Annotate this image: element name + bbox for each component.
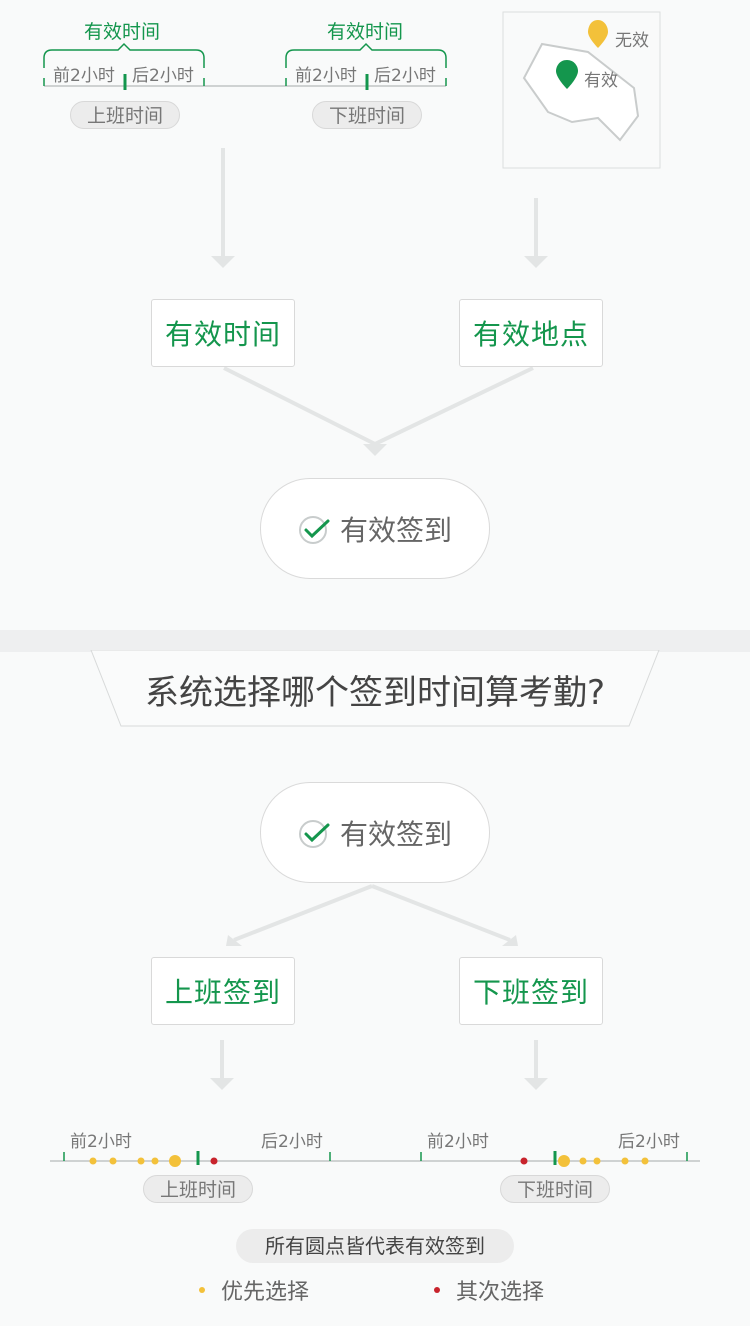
arrow-down-right [524,198,548,268]
arrow-down-left [211,148,235,268]
valid-time-box: 有效时间 [151,299,295,367]
top-left-after-label: 后2小时 [132,66,194,86]
top-right-valid-time-label: 有效时间 [327,21,404,43]
checkin-dot-preferred [137,1157,145,1165]
map-region-outline [522,42,640,142]
map-invalid-label: 无效 [615,31,649,51]
check-circle-icon [298,515,330,544]
bottom-right-after-label: 后2小时 [618,1132,680,1152]
right-valid-time-brace [285,42,447,68]
legend-preferred: 优先选择 [199,1274,309,1306]
bottom-diagram-lines [50,884,700,1167]
checkin-dot-preferred [89,1157,97,1165]
arrow-down-right [524,1040,548,1090]
secondary-dot-icon [434,1287,440,1293]
bottom-right-before-label: 前2小时 [427,1132,489,1152]
arrow-down-left [210,1040,234,1090]
top-left-valid-time-label: 有效时间 [84,21,161,43]
question-banner [90,650,660,727]
checkin-dot-secondary [210,1157,218,1165]
checkin-dot-preferred [593,1157,601,1165]
checkin-dot-preferred [151,1157,159,1165]
checkin-dot-selected [169,1155,181,1167]
checkin-dot-preferred [621,1157,629,1165]
checkin-dot-secondary [520,1157,528,1165]
bottom-left-after-label: 后2小时 [261,1132,323,1152]
merge-arrow [223,366,534,456]
map-valid-label: 有效 [584,71,618,91]
preferred-dot-icon [199,1287,205,1293]
bottom-left-before-label: 前2小时 [70,1132,132,1152]
top-right-after-label: 后2小时 [374,66,436,86]
legend-secondary: 其次选择 [434,1274,544,1306]
invalid-location-pin-icon [588,20,608,48]
checkin-dot-preferred [579,1157,587,1165]
valid-checkin-label: 有效签到 [339,817,452,851]
end-checkin-box: 下班签到 [459,957,603,1025]
bottom-start-work-pill: 上班时间 [143,1175,253,1203]
left-valid-time-brace [43,42,205,68]
top-right-before-label: 前2小时 [295,66,357,86]
all-dots-valid-note: 所有圆点皆代表有效签到 [236,1229,514,1263]
bottom-end-work-pill: 下班时间 [500,1175,610,1203]
check-circle-icon [298,819,330,848]
valid-location-pin-icon [556,60,578,89]
start-work-time-pill: 上班时间 [70,101,180,129]
split-arrow [226,884,518,946]
legend-secondary-label: 其次选择 [456,1280,545,1305]
start-checkin-box: 上班签到 [151,957,295,1025]
checkin-dot-preferred [641,1157,649,1165]
top-left-before-label: 前2小时 [53,66,115,86]
end-work-time-pill: 下班时间 [312,101,422,129]
valid-checkin-label: 有效签到 [339,513,452,547]
section-divider [0,630,750,652]
valid-checkin-oval-top: 有效签到 [260,478,490,579]
top-diagram-lines [43,11,661,456]
legend-preferred-label: 优先选择 [221,1280,310,1305]
checkin-dot-preferred [109,1157,117,1165]
checkin-dot-selected [558,1155,570,1167]
question-title: 系统选择哪个签到时间算考勤? [144,673,606,713]
valid-checkin-oval-bottom: 有效签到 [260,782,490,883]
valid-location-box: 有效地点 [459,299,603,367]
